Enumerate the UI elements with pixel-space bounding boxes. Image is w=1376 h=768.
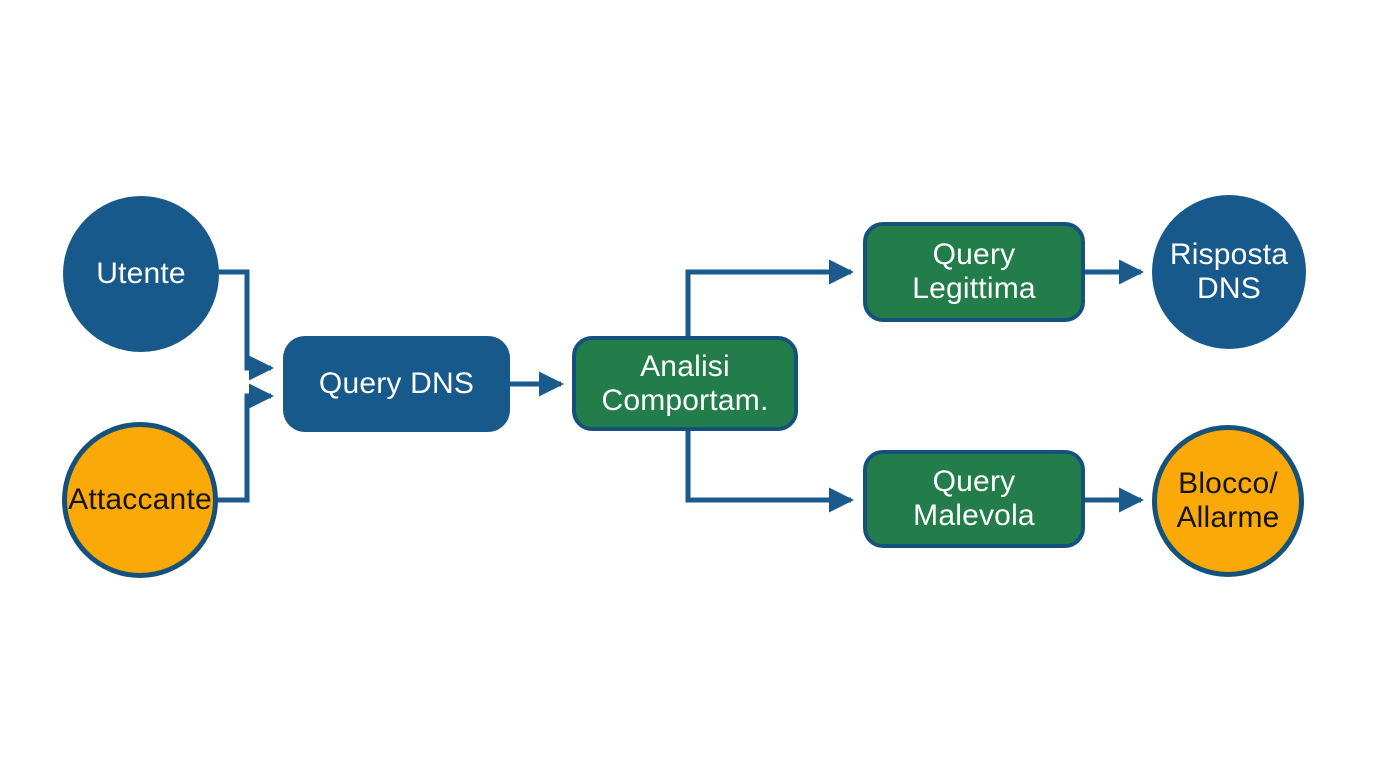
node-blocco-allarme-label: Blocco/ Allarme [1176, 467, 1280, 534]
node-analisi-comportamentale: Analisi Comportam. [572, 336, 798, 431]
node-query-dns-label: Query DNS [318, 367, 475, 400]
node-analisi-label: Analisi Comportam. [601, 349, 769, 417]
connector-analisi-to-querylegittima [685, 259, 854, 336]
node-blocco-allarme: Blocco/ Allarme [1152, 425, 1304, 577]
node-query-legittima-label: Query Legittima [912, 238, 1036, 305]
node-attaccante: Attaccante [62, 422, 218, 578]
connector-utente-to-querydns [215, 269, 274, 381]
node-query-dns: Query DNS [283, 336, 510, 432]
node-query-malevola: Query Malevola [863, 450, 1085, 548]
connector-attaccante-to-querydns [214, 383, 274, 503]
node-risposta-dns: Risposta DNS [1152, 195, 1306, 349]
node-attaccante-label: Attaccante [68, 483, 212, 516]
node-utente: Utente [63, 196, 219, 352]
node-query-malevola-label: Query Malevola [913, 465, 1035, 532]
node-query-legittima: Query Legittima [863, 222, 1085, 322]
node-risposta-dns-label: Risposta DNS [1169, 238, 1289, 305]
node-utente-label: Utente [96, 257, 186, 290]
connector-analisi-to-querymalevola [685, 431, 854, 513]
